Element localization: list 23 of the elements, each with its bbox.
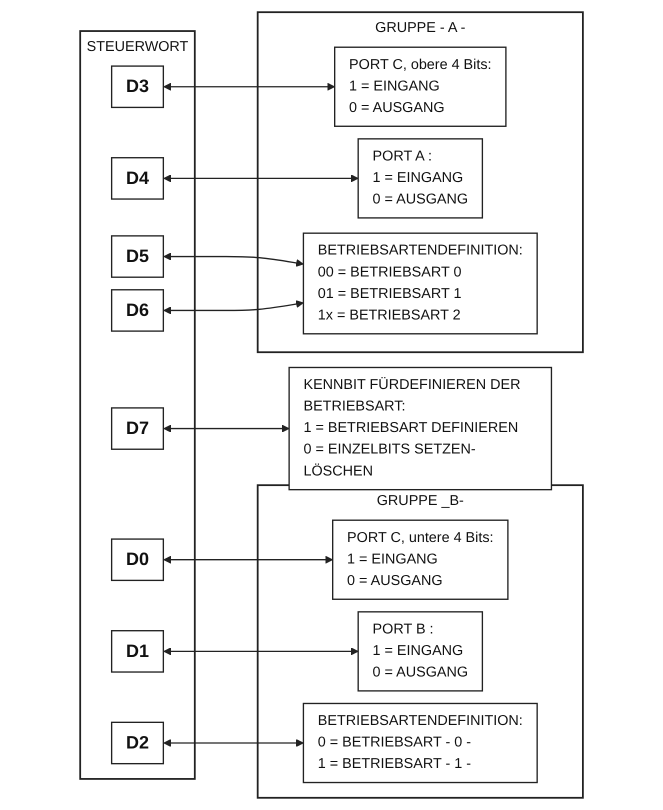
arrow <box>163 252 304 267</box>
arrow <box>163 424 290 433</box>
node-box: D0 <box>110 538 164 582</box>
arrow <box>163 174 358 182</box>
node-box: PORT C, untere 4 Bits: 1 = EINGANG 0 = AUSGANG <box>332 520 509 600</box>
node-box: KENNBIT FÜRDEFINIEREN DER BETRIEBSART: 1 = BETRIEBSART DEFINIEREN 0 = EINZELBITS SETZEN- LÖSCHEN <box>288 366 552 490</box>
arrow <box>163 300 304 314</box>
node-box: BETRIEBSARTENDEFINITION: 00 = BETRIEBSART 0 01 = BETRIEBSART 1 1x = BETRIEBSART 2 <box>302 232 538 334</box>
node-box: PORT A : 1 = EINGANG 0 = AUSGANG <box>357 138 484 219</box>
arrow <box>163 82 335 91</box>
arrow <box>163 739 304 747</box>
node-box: D2 <box>110 722 164 764</box>
node-box: D7 <box>110 407 164 450</box>
node-box: BETRIEBSARTENDEFINITION: 0 = BETRIEBSART - 0 - 1 = BETRIEBSART - 1 - <box>302 702 538 784</box>
node-box: PORT B : 1 = EINGANG 0 = AUSGANG <box>357 611 484 692</box>
node-box: D1 <box>110 630 164 673</box>
node-box: D4 <box>110 157 164 200</box>
node-box: D6 <box>110 289 164 332</box>
arrow <box>163 647 358 656</box>
node-box: D5 <box>110 235 164 278</box>
node-box: D3 <box>110 65 164 108</box>
arrow <box>163 556 333 564</box>
node-box: PORT C, obere 4 Bits: 1 = EINGANG 0 = AUSGANG <box>334 46 507 127</box>
